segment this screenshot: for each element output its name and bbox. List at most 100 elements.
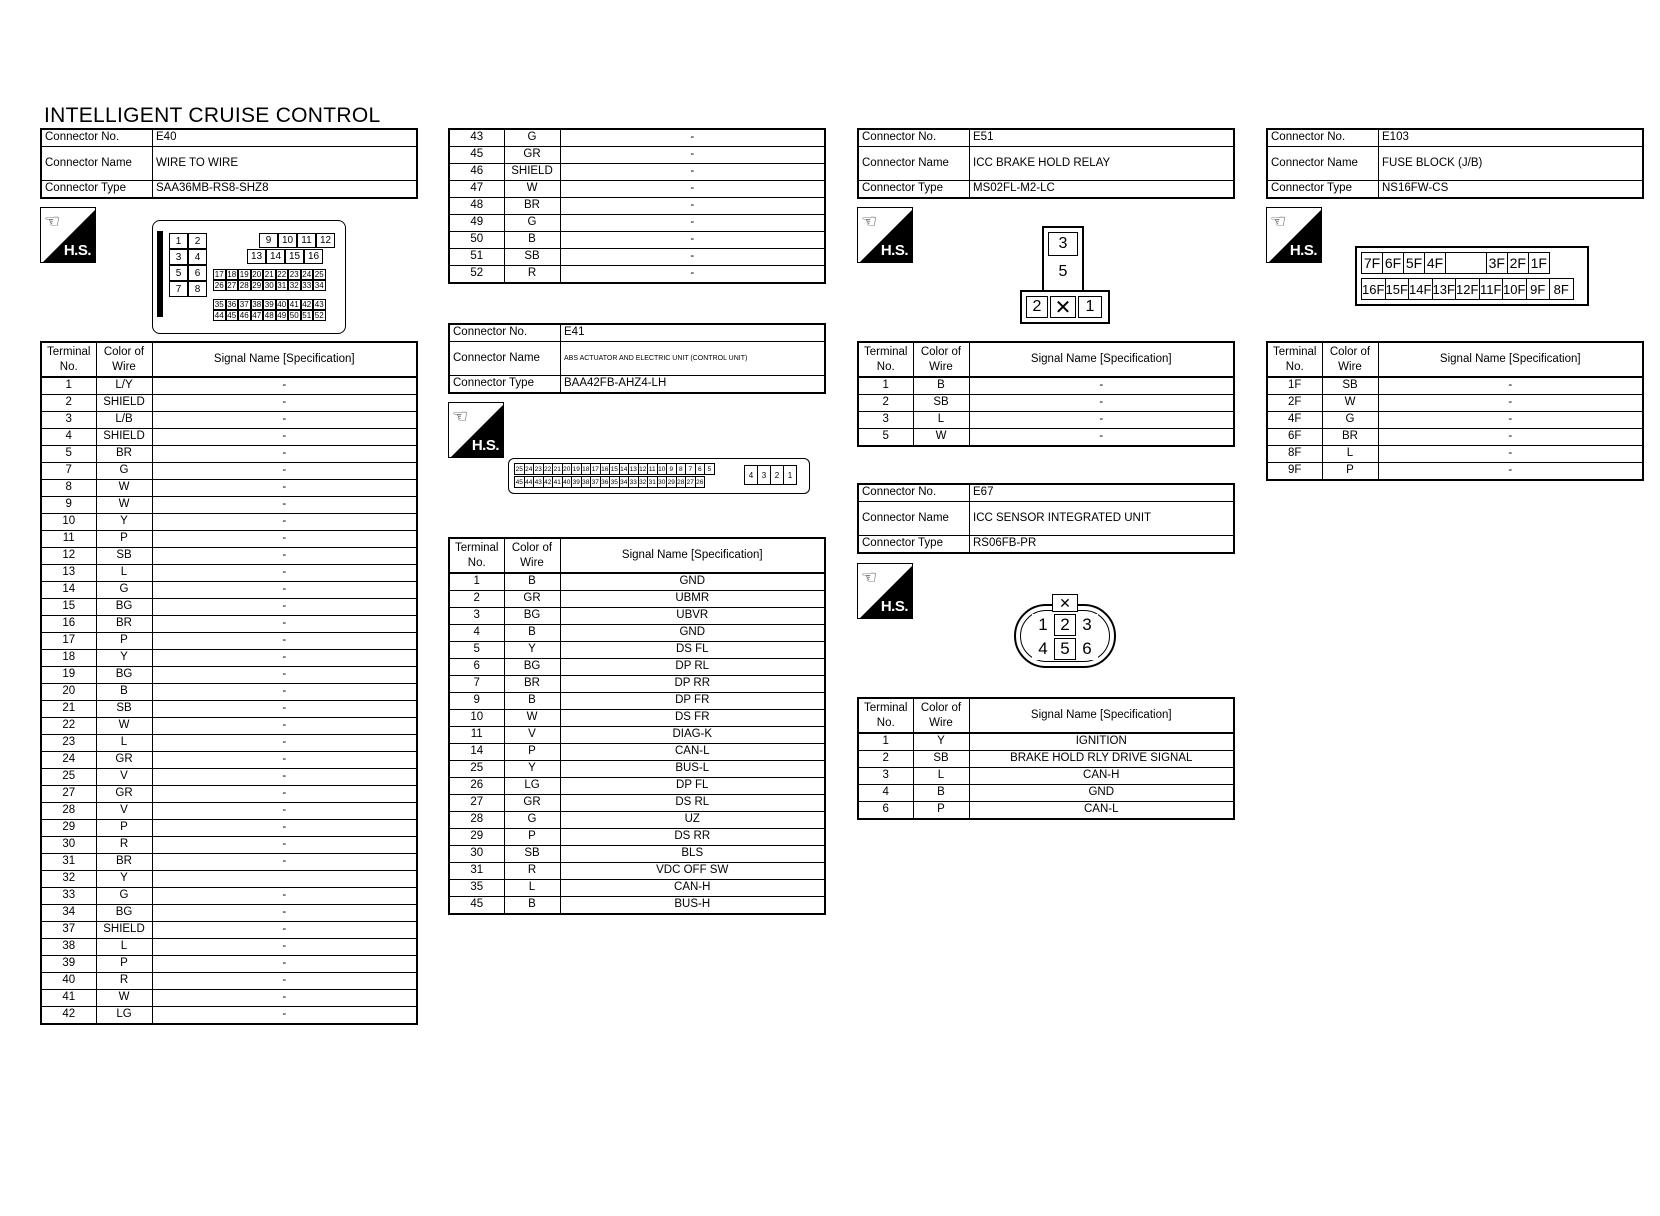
terminal-no-cell: 2 — [857, 394, 914, 412]
label-connector-type: Connector Type — [1266, 180, 1379, 199]
terminal-no-cell: 2F — [1266, 394, 1323, 412]
terminal-no-cell: 1 — [448, 572, 505, 591]
hs-label: H.S. — [1289, 242, 1318, 259]
terminal-no-cell: 6 — [857, 801, 914, 820]
signal-name-cell: - — [151, 479, 418, 497]
pin-52: 52 — [313, 310, 326, 321]
pin-19: 19 — [238, 269, 251, 280]
wire-color-cell: BR — [503, 675, 561, 693]
connector-name-value: WIRE TO WIRE — [152, 146, 418, 181]
terminal-no-cell: 41 — [40, 989, 97, 1007]
signal-name-cell: - — [151, 904, 418, 922]
wire-color-cell: Y — [503, 760, 561, 778]
pin-2: 2 — [770, 465, 784, 485]
label-connector-type: Connector Type — [40, 180, 153, 199]
pin-35: 35 — [213, 299, 226, 310]
pin-37: 37 — [238, 299, 251, 310]
terminal-no-cell: 4 — [40, 428, 97, 446]
signal-name-cell: - — [968, 428, 1235, 447]
signal-name-cell: - — [151, 411, 418, 429]
signal-name-cell: BRAKE HOLD RLY DRIVE SIGNAL — [968, 750, 1235, 768]
signal-name-cell: CAN-L — [559, 743, 826, 761]
pin-47: 47 — [250, 310, 263, 321]
connector-face-e51: 3 5 2 ✕ 1 — [1020, 226, 1110, 324]
header-terminal-no: Terminal No. — [857, 697, 914, 734]
pin-21: 21 — [263, 269, 276, 280]
terminal-no-cell: 7 — [448, 675, 505, 693]
terminal-no-cell: 46 — [448, 163, 505, 181]
pin-9F: 9F — [1525, 278, 1550, 300]
wire-color-cell: R — [95, 836, 153, 854]
signal-name-cell: DIAG-K — [559, 726, 826, 744]
signal-name-cell: - — [151, 632, 418, 650]
signal-name-cell: - — [151, 955, 418, 973]
header-color-of-wire: Color of Wire — [503, 537, 561, 574]
pin-32: 32 — [288, 280, 301, 291]
terminal-no-cell: 13 — [40, 564, 97, 582]
terminal-no-cell: 26 — [448, 777, 505, 795]
pin-15F: 15F — [1384, 278, 1409, 300]
wire-color-cell: W — [95, 496, 153, 514]
pin-34: 34 — [313, 280, 326, 291]
pin-28: 28 — [238, 280, 251, 291]
connector-no-value: E51 — [969, 128, 1235, 147]
signal-name-cell: DS RR — [559, 828, 826, 846]
signal-name-cell: BLS — [559, 845, 826, 863]
signal-name-cell — [151, 870, 418, 888]
pin-2: 2 — [1026, 296, 1048, 318]
pin-2: 2 — [188, 233, 207, 249]
pin-16F: 16F — [1361, 278, 1386, 300]
pin-24: 24 — [300, 269, 313, 280]
signal-name-cell: - — [151, 428, 418, 446]
terminal-no-cell: 3 — [857, 767, 914, 785]
terminal-no-cell: 35 — [448, 879, 505, 897]
wire-color-cell: L — [1321, 445, 1379, 463]
wire-color-cell: V — [503, 726, 561, 744]
wire-color-cell: L — [503, 879, 561, 897]
pin-1: 1 — [169, 233, 188, 249]
wire-color-cell: BG — [95, 904, 153, 922]
signal-name-cell: GND — [559, 624, 826, 642]
terminal-no-cell: 15 — [40, 598, 97, 616]
key-x: ✕ — [1052, 594, 1078, 612]
pin-5: 5 — [1054, 638, 1076, 660]
connector-name-value: ICC BRAKE HOLD RELAY — [969, 146, 1235, 181]
pin-11F: 11F — [1478, 278, 1503, 300]
wire-color-cell: W — [503, 709, 561, 727]
wire-color-cell: L — [912, 411, 970, 429]
wire-color-cell: L — [95, 564, 153, 582]
label-connector-name: Connector Name — [448, 341, 561, 376]
terminal-no-cell: 33 — [40, 887, 97, 905]
signal-name-cell: - — [151, 751, 418, 769]
connector-no-value: E67 — [969, 483, 1235, 502]
signal-name-cell: - — [151, 666, 418, 684]
header-terminal-no: Terminal No. — [40, 341, 97, 378]
signal-name-cell: CAN-H — [968, 767, 1235, 785]
hand-icon: ☜ — [1270, 211, 1287, 231]
wire-color-cell: B — [503, 692, 561, 710]
terminal-no-cell: 23 — [40, 734, 97, 752]
terminal-no-cell: 45 — [448, 896, 505, 915]
wire-color-cell: L/B — [95, 411, 153, 429]
wire-color-cell: G — [1321, 411, 1379, 429]
wire-color-cell: L — [95, 734, 153, 752]
signal-name-cell: - — [968, 394, 1235, 412]
wire-color-cell: BG — [95, 598, 153, 616]
